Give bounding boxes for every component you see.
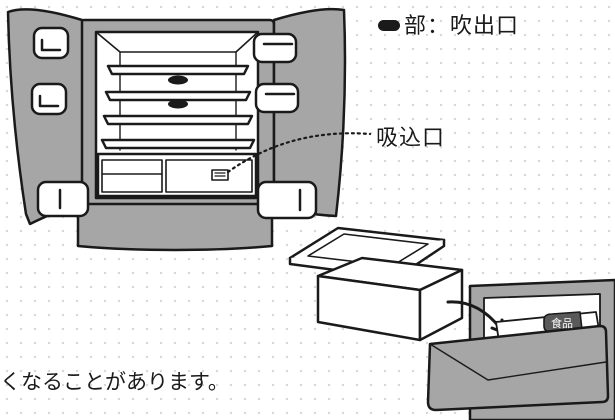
refrigerator: [6, 7, 347, 252]
outlet-marker-icon: [378, 19, 400, 31]
crisper-area: [96, 152, 258, 198]
intake-label: 吸込口: [376, 126, 446, 151]
note-text: くなることがあります。: [0, 370, 229, 394]
food-tag-label: 食品: [551, 316, 573, 330]
shelves: [100, 64, 256, 150]
outlet-markers: [168, 75, 188, 109]
intake-leader-line: [226, 132, 372, 174]
drawer-illustration: [288, 226, 615, 420]
outlet-legend-text: 部：吹出口: [404, 14, 520, 39]
storage-box: [316, 256, 464, 342]
drawer-front: [426, 324, 610, 412]
outlet-legend: 部：吹出口: [378, 8, 519, 40]
left-door: [6, 8, 90, 226]
right-door: [252, 7, 347, 220]
intake-vent: [211, 169, 229, 181]
